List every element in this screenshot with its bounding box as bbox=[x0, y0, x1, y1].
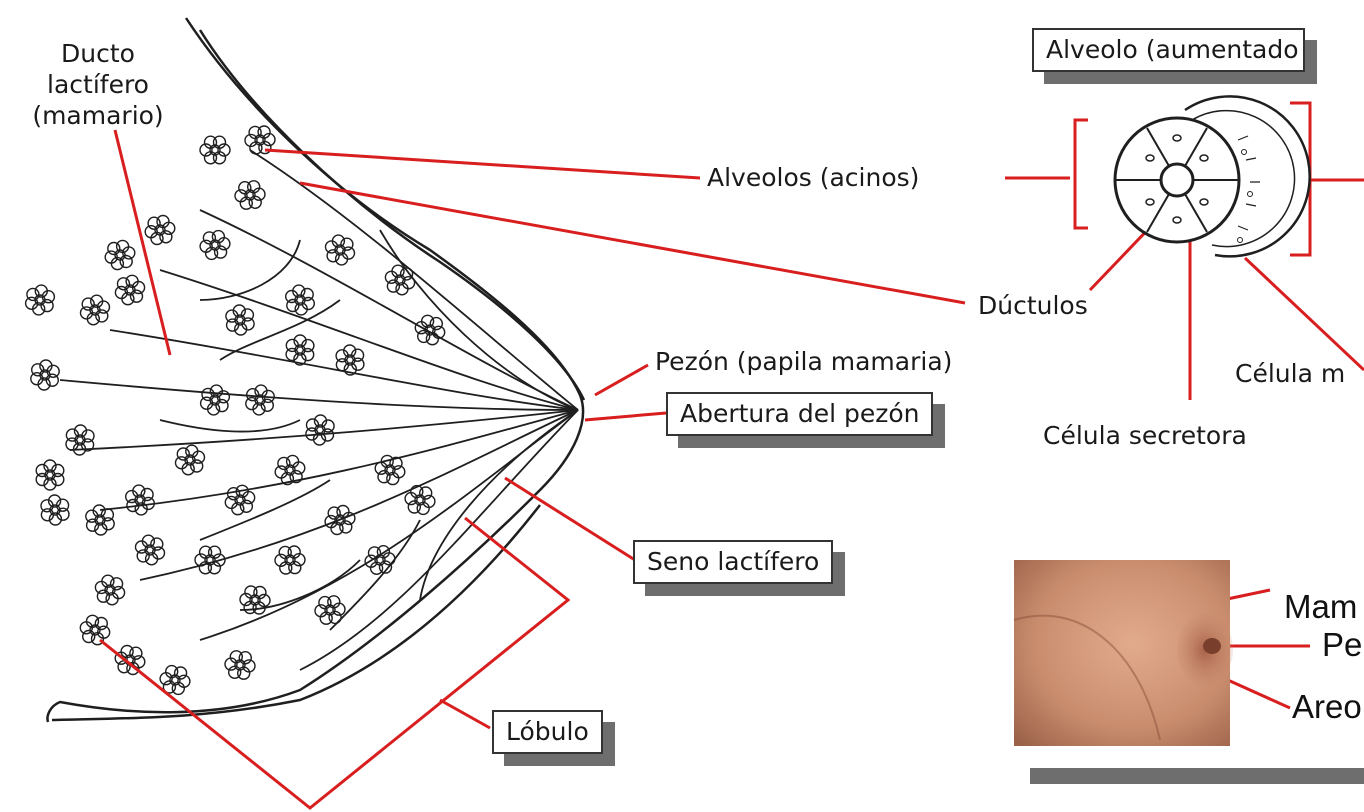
celula-m-label: Célula m bbox=[1235, 360, 1345, 388]
lobule-clusters bbox=[26, 126, 445, 694]
seno-lactifero-box: Seno lactífero bbox=[633, 540, 833, 584]
alveolo-aumentado-box: Alveolo (aumentado bbox=[1032, 28, 1305, 72]
ducto-lactifero-label: Ducto lactífero (mamario) bbox=[8, 38, 188, 131]
ducto-line-1: Ducto bbox=[8, 38, 188, 69]
areola-label: Areo bbox=[1292, 688, 1362, 726]
enlarged-alveolus bbox=[1115, 96, 1310, 256]
pezon-label: Pezón (papila mamaria) bbox=[655, 348, 952, 376]
abertura-pezon-box: Abertura del pezón bbox=[666, 392, 933, 436]
alveolos-label: Alveolos (acinos) bbox=[707, 164, 919, 192]
ductulos-label: Dúctulos bbox=[978, 292, 1088, 320]
mama-label: Mam bbox=[1284, 588, 1357, 626]
ducto-line-2: lactífero bbox=[8, 69, 188, 100]
celula-secretora-label: Célula secretora bbox=[1043, 422, 1247, 450]
ducto-line-3: (mamario) bbox=[8, 100, 188, 131]
lobulo-box: Lóbulo bbox=[492, 710, 603, 754]
pezon-photo-label: Pe bbox=[1322, 626, 1362, 664]
